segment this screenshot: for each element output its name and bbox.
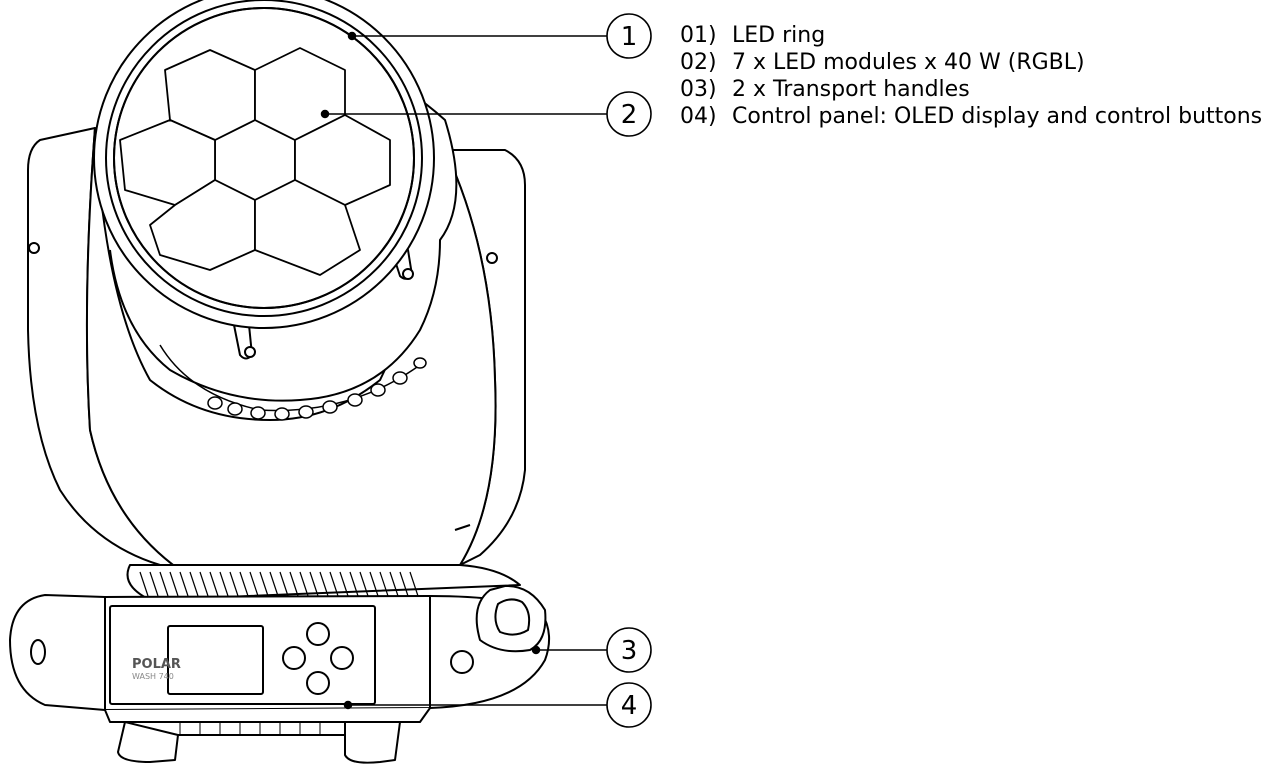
control-button-right[interactable] xyxy=(330,646,354,670)
control-button-down[interactable] xyxy=(306,671,330,695)
legend-number: 02) xyxy=(680,50,717,75)
callout-circle-1 xyxy=(606,13,652,59)
legend-item: 02) 7 x LED modules x 40 W (RGBL) xyxy=(680,49,1280,76)
legend-text: LED ring xyxy=(732,23,826,48)
legend-item: 03) 2 x Transport handles xyxy=(680,76,1280,103)
base-foot-left xyxy=(117,721,179,763)
transport-handle-left xyxy=(30,639,46,665)
legend-item: 04) Control panel: OLED display and cont… xyxy=(680,103,1280,130)
control-button-left[interactable] xyxy=(282,646,306,670)
base-bottom xyxy=(104,707,431,723)
legend-number: 03) xyxy=(680,77,717,102)
oled-display xyxy=(167,625,264,695)
yoke-right-screw xyxy=(486,252,498,264)
callout-number-1: 1 xyxy=(621,22,638,52)
control-button-up[interactable] xyxy=(306,622,330,646)
callout-number-3: 3 xyxy=(621,636,638,666)
callout-circle-4 xyxy=(606,682,652,728)
product-model: WASH 740 xyxy=(132,672,174,681)
yoke-left-screw xyxy=(28,242,40,254)
base-foot-right xyxy=(344,721,401,764)
legend-item: 01) LED ring xyxy=(680,22,1280,49)
base-vent-slots xyxy=(139,571,419,597)
head-cooling-fins xyxy=(159,344,427,421)
legend-number: 04) xyxy=(680,104,717,129)
legend-text: 7 x LED modules x 40 W (RGBL) xyxy=(732,50,1085,75)
callout-circle-3 xyxy=(606,627,652,673)
product-logo: POLAR xyxy=(132,657,181,672)
callout-number-4: 4 xyxy=(621,691,638,721)
legend-text: Control panel: OLED display and control … xyxy=(732,104,1263,129)
parts-legend: 01) LED ring 02) 7 x LED modules x 40 W … xyxy=(680,22,1280,130)
legend-text: 2 x Transport handles xyxy=(732,77,970,102)
callout-number-2: 2 xyxy=(621,100,638,130)
legend-number: 01) xyxy=(680,23,717,48)
callout-circle-2 xyxy=(606,91,652,137)
